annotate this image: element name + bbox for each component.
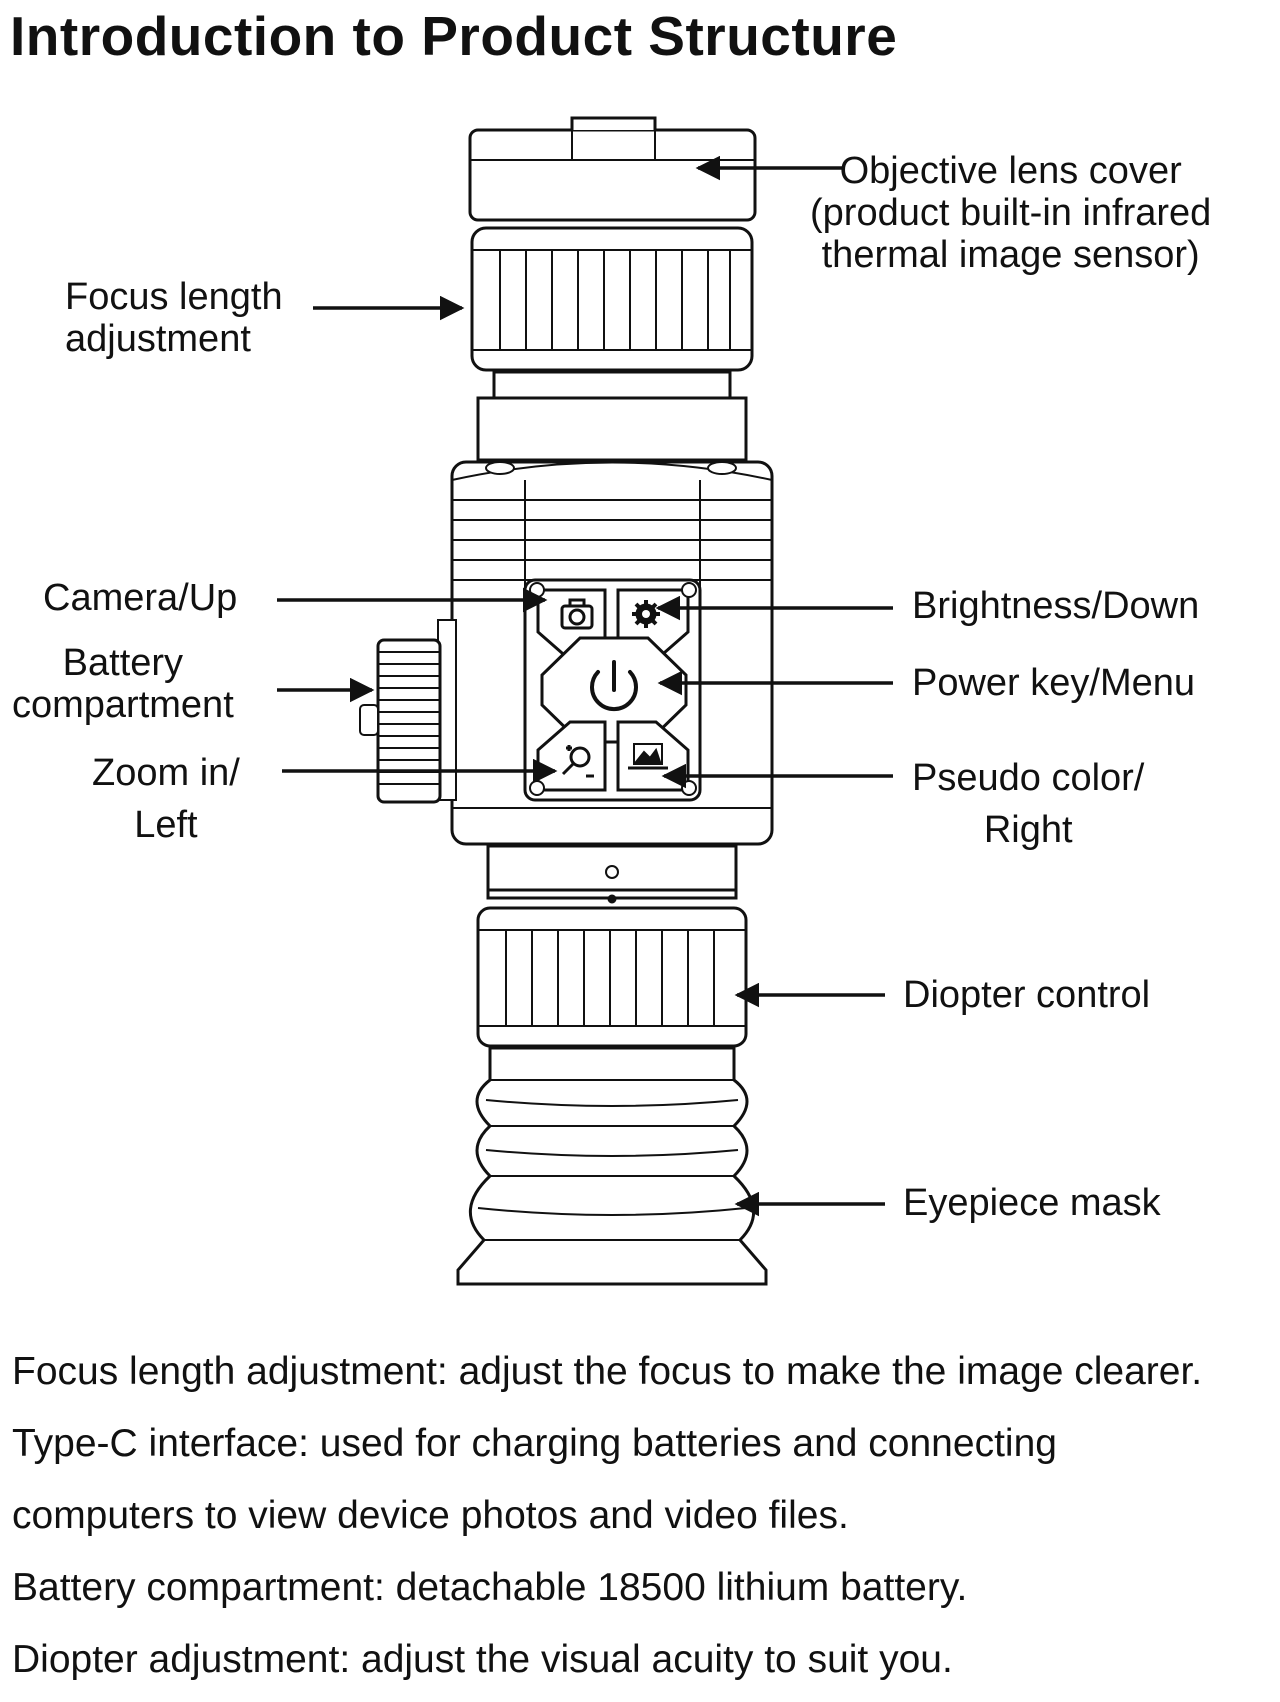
- lower-neck: [486, 844, 738, 904]
- label-objective-lens-cover: Objective lens cover (product built-in i…: [810, 150, 1212, 276]
- label-focus-length-adjustment: Focus length adjustment: [65, 276, 283, 360]
- description-line: Type-C interface: used for charging batt…: [12, 1422, 1057, 1465]
- objective-lens-cover: [468, 116, 757, 222]
- description-line: computers to view device photos and vide…: [12, 1494, 849, 1537]
- description-line: Diopter adjustment: adjust the visual ac…: [12, 1638, 953, 1681]
- image-icon: [628, 743, 668, 770]
- camera-icon: [560, 598, 594, 630]
- zoom-icon: [561, 745, 594, 778]
- eyepiece-bellows: [456, 1046, 768, 1286]
- page-title: Introduction to Product Structure: [10, 5, 898, 67]
- label-brightness-down: Brightness/Down: [912, 585, 1200, 627]
- label-zoom-in-left: Zoom in/ Left: [92, 752, 240, 846]
- power-icon: [590, 660, 638, 712]
- label-pseudo-color-right: Pseudo color/ Right: [912, 757, 1145, 851]
- battery-cap: [359, 619, 457, 804]
- description-line: Focus length adjustment: adjust the focu…: [12, 1350, 1203, 1393]
- barrel-neck: [476, 396, 748, 462]
- gear-icon: [632, 600, 660, 628]
- label-power-key-menu: Power key/Menu: [912, 662, 1196, 704]
- diopter-ring: [476, 906, 748, 1048]
- label-camera-up: Camera/Up: [43, 577, 238, 619]
- focus-ring: [470, 226, 754, 400]
- label-battery-compartment: Battery compartment: [12, 642, 234, 726]
- label-eyepiece-mask: Eyepiece mask: [903, 1182, 1161, 1224]
- description-line: Battery compartment: detachable 18500 li…: [12, 1566, 968, 1609]
- label-diopter-control: Diopter control: [903, 974, 1151, 1016]
